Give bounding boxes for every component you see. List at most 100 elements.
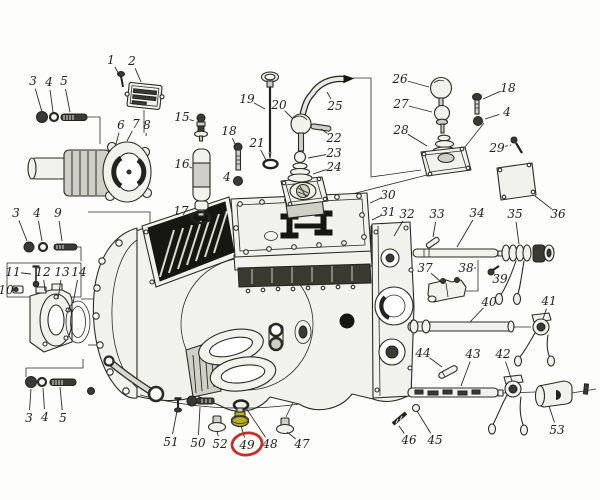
part-label-17: 17 <box>173 204 192 218</box>
part-number: 31 <box>380 205 395 219</box>
bolt-18-right <box>472 93 483 126</box>
part-label-38: 38 <box>458 261 476 275</box>
case-top-band <box>237 263 372 294</box>
leader-line <box>534 195 552 210</box>
part-label-30: 30 <box>369 188 396 204</box>
part-label-12: 12 <box>35 265 51 292</box>
part-number: 24 <box>325 160 341 174</box>
shift-rail-40 <box>407 319 531 334</box>
part-number: 9 <box>54 206 62 220</box>
part-number: 14 <box>71 265 86 279</box>
bolt-50 <box>186 395 215 407</box>
part-label-36: 36 <box>534 195 566 221</box>
part-label-4: 4 <box>484 105 511 120</box>
part-label-4: 4 <box>40 387 49 424</box>
part-number: 23 <box>325 146 342 160</box>
dipstick-19 <box>260 71 280 170</box>
detent-ball-45 <box>411 403 421 413</box>
part-number: 46 <box>400 433 417 447</box>
part-number: 16 <box>174 157 190 171</box>
stud-5 <box>60 113 88 121</box>
leader-line <box>189 119 195 122</box>
part-label-18: 18 <box>221 124 237 147</box>
leader-line <box>134 68 142 83</box>
part-label-10: 10 <box>0 283 14 297</box>
leader-line <box>369 197 381 204</box>
part-number: 4 <box>40 410 49 424</box>
part-number: 4 <box>44 75 53 89</box>
part-number: 35 <box>507 207 522 221</box>
part-label-14: 14 <box>71 265 87 304</box>
part-number: 25 <box>326 99 342 113</box>
leader-line <box>42 387 45 410</box>
bell-housing-flange <box>92 227 138 399</box>
part-number: 51 <box>163 435 178 449</box>
leader-line <box>114 66 122 79</box>
part-label-25: 25 <box>326 91 343 113</box>
fork-clamps <box>185 322 284 398</box>
case-boss <box>339 313 355 329</box>
shift-tower <box>280 176 329 219</box>
part-number: 3 <box>29 74 37 88</box>
part-label-18: 18 <box>482 81 516 100</box>
drain-plug-52 <box>207 415 227 433</box>
hardware-row-a <box>36 111 88 123</box>
highlight-annotation <box>230 431 264 457</box>
leader-line <box>245 407 266 438</box>
part-number: 44 <box>414 346 430 360</box>
part-number: 30 <box>380 188 396 202</box>
part-label-4: 4 <box>44 75 54 113</box>
part-label-49: 49 <box>238 425 255 452</box>
part-label-5: 5 <box>59 386 67 425</box>
leader-line <box>286 431 297 440</box>
part-label-48: 48 <box>245 407 278 451</box>
shift-fork-41 <box>513 312 556 367</box>
leader-line <box>393 220 404 237</box>
part-number: 19 <box>239 92 255 106</box>
leader-line <box>430 272 441 282</box>
part-label-28: 28 <box>392 123 428 147</box>
selector-block-37 <box>427 277 467 303</box>
part-label-6: 6 <box>115 118 125 145</box>
pin-11 <box>32 265 40 288</box>
hardware-row-b <box>23 241 78 253</box>
part-label-50: 50 <box>190 406 206 450</box>
cover-plate-2 <box>124 81 165 110</box>
leader-line <box>429 357 443 368</box>
leader-line <box>18 220 28 242</box>
leader-line <box>548 405 555 423</box>
leader-line <box>432 221 437 238</box>
pin-51 <box>174 397 182 413</box>
part-number: 11 <box>5 265 20 279</box>
part-label-13: 13 <box>54 265 70 300</box>
part-number: 3 <box>12 206 20 220</box>
pto-gasket-14 <box>65 300 91 344</box>
leader-line <box>398 425 405 434</box>
hose-tip-25 <box>343 74 355 84</box>
leader-line <box>197 406 201 436</box>
clip-10 <box>12 285 24 294</box>
part-number: 50 <box>190 436 206 450</box>
shift-rail-34 <box>412 248 505 258</box>
part-label-24: 24 <box>312 160 342 175</box>
part-number: 33 <box>429 207 445 221</box>
part-label-8: 8 <box>143 118 151 137</box>
leader-line <box>456 219 474 248</box>
part-number: 18 <box>500 81 516 95</box>
leader-line <box>189 166 193 169</box>
leader-line <box>371 215 382 221</box>
part-number: 13 <box>54 265 70 279</box>
leader-line <box>484 113 500 120</box>
part-number: 41 <box>540 294 556 308</box>
leader-line <box>29 388 32 411</box>
detent-bolt-39 <box>487 265 500 276</box>
top-cover-30 <box>230 192 372 258</box>
leader-line <box>320 128 328 134</box>
roll-pin-44 <box>438 365 458 379</box>
part-number: 26 <box>391 72 408 86</box>
part-number: 2 <box>127 54 136 68</box>
part-label-19: 19 <box>239 92 266 110</box>
leader-line <box>469 307 484 323</box>
part-label-15: 15 <box>174 110 195 124</box>
